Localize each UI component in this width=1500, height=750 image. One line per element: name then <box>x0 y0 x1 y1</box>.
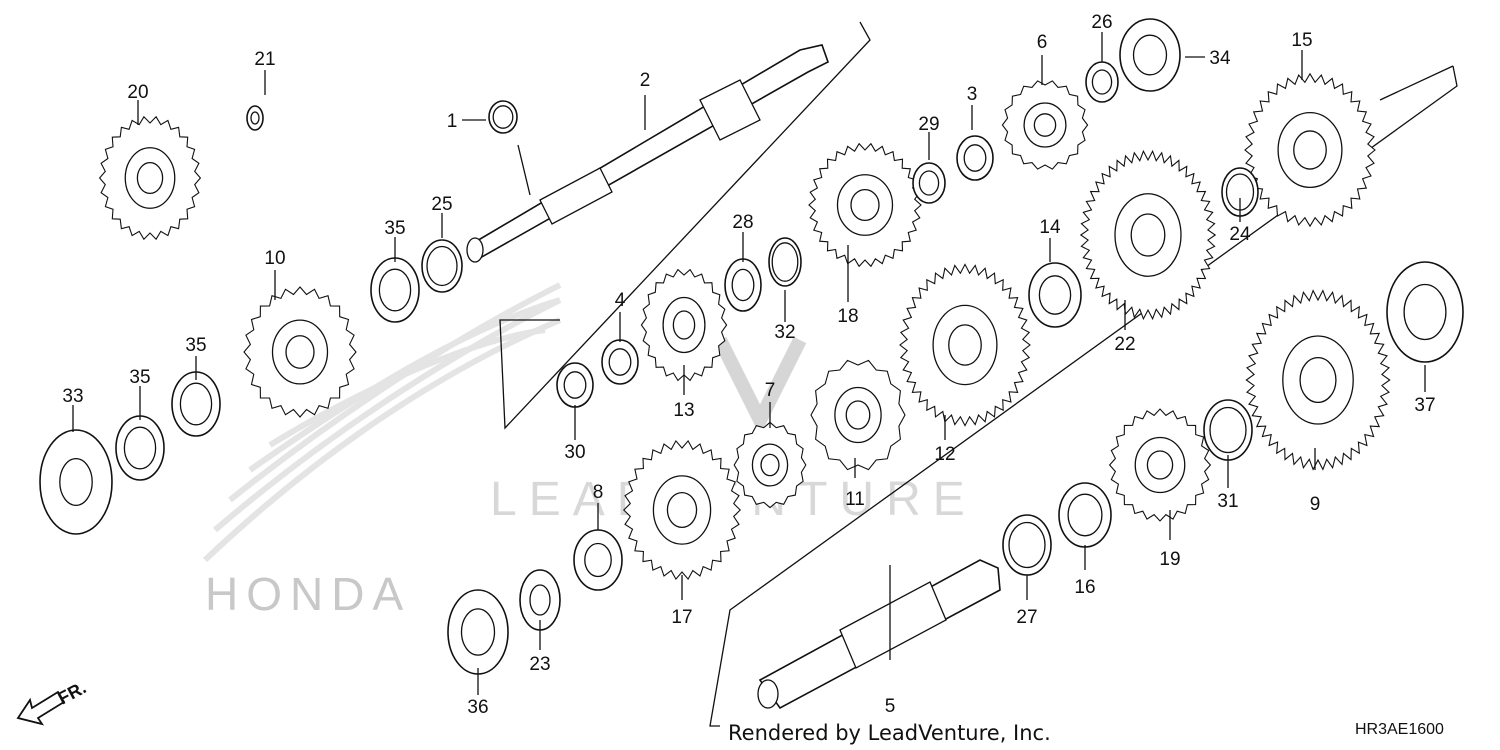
callout-12: 12 <box>934 444 955 465</box>
gear-7 <box>733 421 807 509</box>
countershaft <box>757 559 1001 710</box>
callout-33: 33 <box>62 386 83 407</box>
washer-25 <box>421 239 463 293</box>
callout-11: 11 <box>845 489 865 510</box>
callout-14: 14 <box>1039 217 1061 238</box>
callout-4: 4 <box>615 290 626 311</box>
bushing-16 <box>1058 482 1112 548</box>
callout-9: 9 <box>1310 494 1321 515</box>
bearing-33 <box>39 429 113 535</box>
mainshaft <box>466 44 829 263</box>
gears <box>98 72 1391 581</box>
callout-24: 24 <box>1229 224 1251 245</box>
callout-10: 10 <box>264 248 285 269</box>
bushing-3 <box>956 135 994 181</box>
washer-29 <box>912 162 946 204</box>
callout-29: 29 <box>918 114 939 135</box>
callout-17: 17 <box>671 607 692 628</box>
washer-24 <box>1221 167 1259 217</box>
credit-text: Rendered by LeadVenture, Inc. <box>728 721 1051 745</box>
honda-wing-watermark <box>202 282 562 563</box>
gear-22 <box>1079 149 1217 321</box>
callout-19: 19 <box>1159 549 1180 570</box>
gear-6 <box>1001 80 1089 170</box>
callout-5: 5 <box>885 696 896 717</box>
washer-27 <box>1002 514 1052 576</box>
callout-labels: 1 2 3 4 5 6 7 8 9 10 11 12 13 14 15 16 1… <box>62 12 1435 718</box>
assembly-boundaries <box>499 21 1458 727</box>
callout-26: 26 <box>1091 12 1112 33</box>
callout-32: 32 <box>774 322 795 343</box>
callout-20: 20 <box>127 82 148 103</box>
callout-6: 6 <box>1037 32 1048 53</box>
front-direction-indicator: FR. <box>16 677 89 726</box>
callout-25: 25 <box>431 194 452 215</box>
callout-3: 3 <box>967 84 978 105</box>
arrow-icon <box>16 690 66 726</box>
gear-15 <box>1244 72 1376 228</box>
bearing-37 <box>1386 261 1464 363</box>
callout-7: 7 <box>765 380 776 401</box>
callout-23: 23 <box>529 654 550 675</box>
gear-9 <box>1245 289 1391 471</box>
gear-19 <box>1108 408 1212 522</box>
callout-15: 15 <box>1291 30 1312 51</box>
gear-17 <box>623 439 741 581</box>
pin-21 <box>246 105 264 131</box>
bushing-4 <box>601 339 639 385</box>
gear-10 <box>243 286 357 418</box>
gear-20 <box>98 115 202 241</box>
callout-2: 2 <box>640 70 651 91</box>
rings-bearings <box>39 18 1464 675</box>
bearing-36 <box>447 589 509 675</box>
callout-16: 16 <box>1074 577 1095 598</box>
bearing-34 <box>1119 18 1181 92</box>
callout-36: 36 <box>467 697 488 718</box>
callout-8: 8 <box>593 482 604 503</box>
needle-bearing-35-b <box>115 415 165 481</box>
snap-ring-32 <box>768 237 802 287</box>
callout-1: 1 <box>447 111 458 132</box>
gear-18 <box>808 142 922 268</box>
gear-13 <box>640 268 728 382</box>
callout-21: 21 <box>254 49 275 70</box>
collar-8 <box>573 529 623 591</box>
callout-22: 22 <box>1114 334 1135 355</box>
gear-12 <box>899 263 1031 427</box>
callout-34: 34 <box>1209 48 1231 69</box>
hub-11 <box>810 359 906 471</box>
needle-bearing-35-a <box>370 257 420 323</box>
callout-35-c: 35 <box>185 335 206 356</box>
needle-bearing-35-c <box>171 371 221 437</box>
callout-31: 31 <box>1217 491 1238 512</box>
callout-35-a: 35 <box>384 218 405 239</box>
callout-13: 13 <box>673 400 694 421</box>
bushing-14 <box>1028 262 1082 328</box>
callout-30: 30 <box>564 442 585 463</box>
bearing-28 <box>724 258 762 312</box>
ring-1 <box>488 100 518 134</box>
diagram-code: HR3AE1600 <box>1355 721 1444 738</box>
honda-brand-watermark: HONDA <box>205 568 411 620</box>
callout-37: 37 <box>1414 395 1435 416</box>
washer-30 <box>556 362 594 408</box>
washer-31 <box>1203 399 1253 461</box>
washer-26 <box>1085 61 1119 103</box>
callout-28: 28 <box>732 212 753 233</box>
callout-35-b: 35 <box>129 367 150 388</box>
callout-18: 18 <box>837 306 858 327</box>
callout-27: 27 <box>1016 607 1037 628</box>
washer-23 <box>519 569 561 631</box>
leader-lines <box>72 32 1426 695</box>
